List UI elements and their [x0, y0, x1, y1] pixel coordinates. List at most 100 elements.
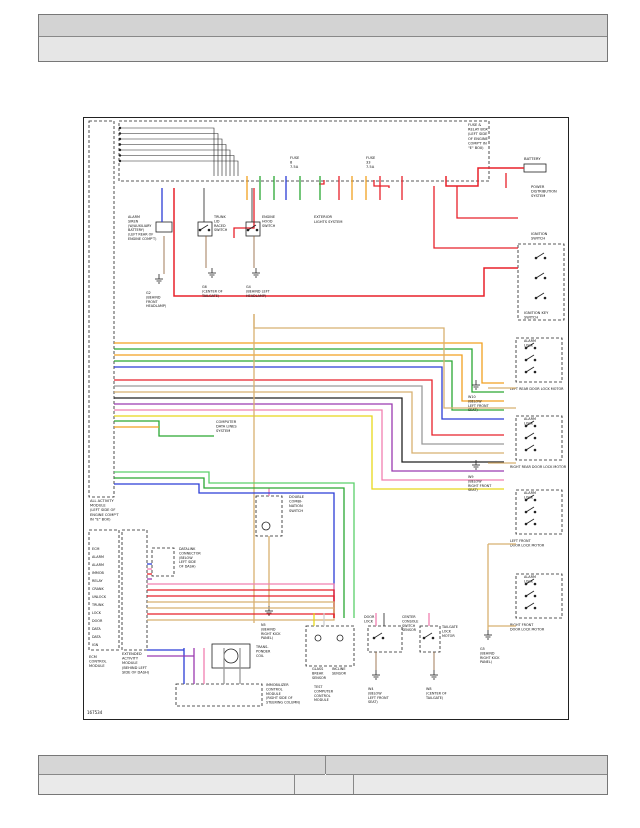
computer-data-label: DATA LINES: [216, 425, 237, 429]
ecm-pin-label: RELAY: [92, 579, 104, 583]
fuse1-label: 7.5A: [290, 165, 299, 169]
right-front-lock-motor-contact: [533, 606, 537, 610]
wire-red: [319, 180, 325, 185]
right-rear-lock-motor-contact: [525, 444, 535, 451]
header-subtitle-bar: [39, 37, 607, 61]
wire-red-g2: [233, 188, 255, 238]
wire-blu-long: [114, 483, 335, 618]
door-lock-contact: [373, 632, 383, 639]
power-dist-label: SYSTEM: [531, 194, 545, 198]
ground-w9-label: (BELOW: [468, 479, 482, 483]
wire-data-grn: [114, 420, 214, 437]
right-rear-lock-motor-contact: [525, 432, 535, 439]
sensor-icon: [314, 634, 322, 642]
computer-data-label: COMPUTER: [216, 420, 237, 424]
door-lock-label: DOOR: [364, 615, 375, 619]
power-dist-label: POWER: [531, 185, 545, 189]
ecm-pin-label: LOCK: [92, 611, 102, 615]
incline-label: INCLINE: [332, 667, 345, 671]
hood-switch-label: SWITCH: [262, 224, 276, 228]
alarm-siren-label: BATTERY): [128, 228, 145, 232]
door-lock-contact: [381, 636, 385, 640]
ground-w8-label: TAILGATE): [425, 696, 444, 700]
connector-pin: [118, 148, 122, 152]
wire-data-row: [114, 354, 504, 402]
right-front-lock-motor: [515, 573, 563, 619]
tailgate-lock-label: TAILGATE: [441, 625, 458, 629]
all-activity-label: IN "E" BOX): [90, 517, 111, 521]
left-rear-lock-motor: [515, 337, 563, 383]
wire-ltg-long: [114, 471, 355, 618]
wire-busbar: [121, 155, 235, 176]
transponder-coil-box: [211, 643, 251, 669]
ignition-contact: [543, 296, 547, 300]
right-rear-lock-motor-contact: [525, 420, 535, 427]
hood-switch-label: ENGINE: [262, 215, 275, 219]
glass-break-label: BREAK: [312, 671, 324, 675]
wire-busbar: [121, 133, 219, 176]
ground-w10-label: LEFT FRONT: [468, 404, 490, 408]
left-rear-lock-motor-contact: [525, 354, 535, 361]
extended-activity-label: EXTENDED: [122, 652, 142, 656]
transponder-label: TRANS-: [255, 645, 269, 649]
ground-g4-label: (BEHIND LEFT: [246, 289, 270, 293]
right-front-lock-motor-contact: [533, 582, 537, 586]
alarm-siren-label: (W/AUXILIARY: [128, 224, 152, 228]
ignition-label: SWITCH: [531, 237, 545, 241]
double-combination-switch: [255, 495, 283, 537]
exterior-lights-label: EXTERIOR: [314, 215, 333, 219]
fuse2-label: 7.5A: [366, 165, 375, 169]
ecm-pin-label: ECM: [92, 547, 100, 551]
tailgate-lock-contact: [423, 632, 433, 639]
ground-g2-label: (BEHIND: [146, 295, 161, 299]
wire-ecm-row: [147, 583, 335, 618]
datalink-label: CONNECTOR: [179, 551, 201, 555]
fuse1-label: 8: [290, 161, 293, 165]
right-front-lock-motor-contact: [525, 602, 535, 609]
ground-g2-label: HEADLAMP): [146, 304, 167, 308]
ground-g5-label: PANEL): [480, 660, 493, 664]
ground-w9-label: W9: [468, 475, 474, 479]
left-rear-lock-motor-contact: [525, 366, 535, 373]
wire-grn-long: [114, 477, 345, 618]
wire-data-row: [114, 391, 504, 454]
alarm-siren-box: [155, 221, 173, 233]
left-rear-lock-motor-contact: [533, 370, 537, 374]
exterior-lights-label: LIGHTS SYSTEM: [314, 220, 343, 224]
wire-data-row: [114, 342, 504, 384]
lamp-icon: [261, 521, 271, 531]
fuse-relay-box: [118, 120, 490, 182]
wire-data-row: [114, 360, 504, 411]
datalink-label: DATALINK: [179, 547, 196, 551]
right-rear-lock-motor-alarm-label: LOCK: [524, 421, 534, 425]
double-combination-label: SWITCH: [289, 509, 303, 513]
ignition-label: IGNITION: [531, 232, 548, 236]
double-combination-label: DOUBLE: [289, 495, 305, 499]
double-combination-label: COMBI-: [289, 500, 303, 504]
all-activity-label: ENGINE COMP'T: [90, 513, 119, 517]
ground-w9-label: RIGHT FRONT: [468, 484, 492, 488]
glass-break-label: SENSOR: [312, 676, 327, 680]
ground-w10-label: (BELOW: [468, 399, 482, 403]
immobilizer-label: (RIGHT SIDE OF: [266, 696, 293, 700]
wire-busbar: [121, 127, 215, 176]
battery-icon: [523, 163, 547, 173]
ground-n5-label: RIGHT KICK: [261, 632, 281, 636]
right-front-lock-motor-alarm-label: ALARM: [524, 575, 536, 579]
sensor-module-label: MODULE: [314, 698, 329, 702]
hood-contact: [247, 224, 257, 231]
wire-data-row: [114, 403, 504, 472]
fuse-relay-label: "E" BOX): [468, 146, 484, 150]
right-rear-lock-motor-contact: [533, 448, 537, 452]
footer-cell-left-top: [39, 756, 325, 775]
ground-g2-label: FRONT: [146, 300, 159, 304]
datalink-label: (BELOW: [179, 556, 193, 560]
console-switch-label: CENTER: [402, 615, 416, 619]
datalink-label: OF DASH): [179, 565, 196, 569]
tailgate-lock-label: LOCK: [442, 629, 452, 633]
ground-w4-label: LEFT FRONT: [368, 696, 390, 700]
right-rear-lock-motor-contact: [533, 424, 537, 428]
ground-w10-label: W10: [468, 395, 476, 399]
wire-red-fuse: [373, 180, 390, 188]
